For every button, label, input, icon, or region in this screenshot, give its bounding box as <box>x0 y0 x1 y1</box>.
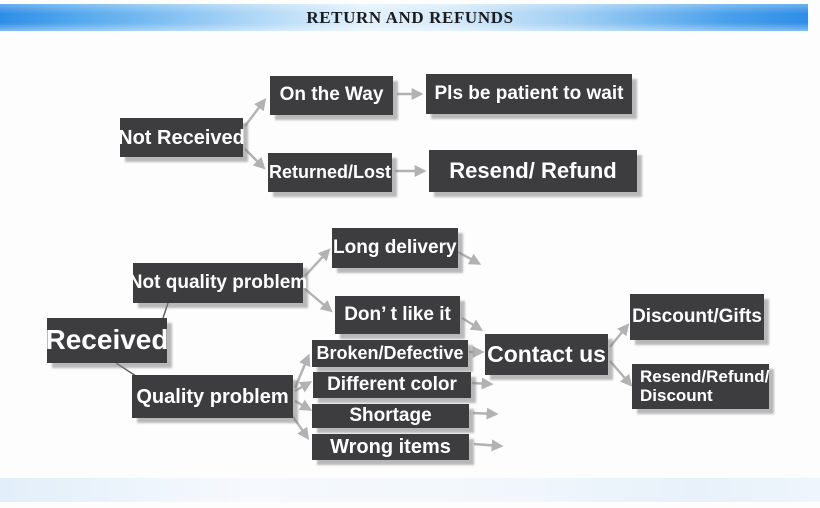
arrow-long-delivery-to-contact <box>457 250 482 265</box>
line-received-to-not-quality <box>162 302 169 319</box>
node-resend-refund-discount-line1: Resend/Refund/ <box>640 366 770 386</box>
node-discount-gifts: Discount/Gifts <box>630 294 764 340</box>
arrow-wrong-stub <box>473 439 504 452</box>
footer-gradient-strip <box>0 478 820 502</box>
arrow-not-received-to-on-the-way <box>244 98 267 127</box>
arrow-contact-to-discount <box>609 323 630 348</box>
arrow-shortage-stub <box>472 407 499 420</box>
node-shortage: Shortage <box>312 404 469 428</box>
arrow-not-received-to-returned-lost <box>244 148 266 170</box>
arrow-contact-to-rrd <box>609 360 633 387</box>
header-gradient-bar <box>0 4 808 31</box>
node-contact-us: Contact us <box>485 334 608 375</box>
arrow-quality-to-broken <box>293 353 311 389</box>
node-broken-defective: Broken/Defective <box>312 340 468 367</box>
node-not-received: Not Received <box>118 118 245 157</box>
node-quality-problem: Quality problem <box>132 375 293 418</box>
node-wrong-items: Wrong items <box>312 434 469 460</box>
arrow-not-quality-to-dont-like <box>304 288 333 313</box>
arrow-dont-like-to-contact <box>461 316 484 331</box>
node-long-delivery: Long delivery <box>332 228 458 268</box>
node-returned-lost: Returned/Lost <box>268 153 392 192</box>
node-resend-refund-discount-line2: Discount <box>640 385 713 405</box>
node-on-the-way: On the Way <box>270 76 393 115</box>
node-resend-refund-discount: Resend/Refund/ Discount <box>632 364 769 409</box>
node-resend-refund: Resend/ Refund <box>429 150 637 192</box>
node-received: Received <box>46 318 168 363</box>
node-not-quality-problem: Not quality problem <box>129 263 307 303</box>
arrow-different-stub <box>471 377 494 390</box>
node-pls-be-patient: Pls be patient to wait <box>426 74 632 114</box>
arrow-not-quality-to-long-delivery <box>304 248 331 277</box>
node-different-color: Different color <box>313 372 471 398</box>
arrow-quality-to-shortage <box>294 399 313 411</box>
node-dont-like-it: Don’ t like it <box>335 296 460 334</box>
arrow-quality-to-different <box>294 381 313 393</box>
page-title: RETURN AND REFUNDS <box>306 7 514 27</box>
